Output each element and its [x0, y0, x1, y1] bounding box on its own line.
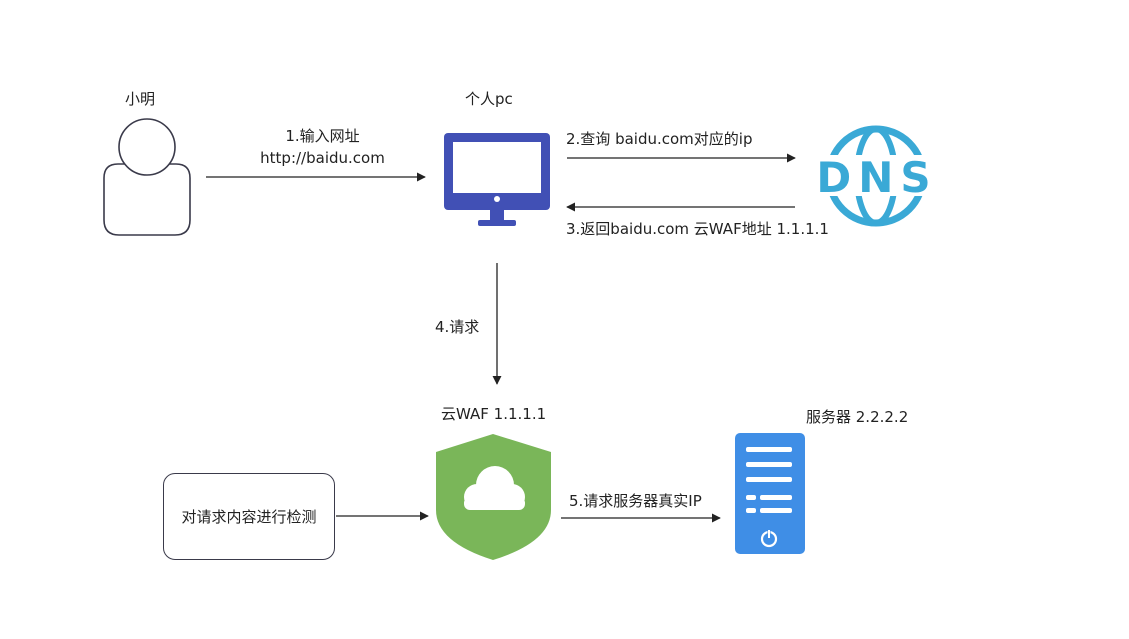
dns-icon: DNS — [816, 125, 937, 227]
step1-line1: 1.输入网址 — [285, 127, 360, 145]
step2-label: 2.查询 baidu.com对应的ip — [566, 130, 753, 148]
step4-label: 4.请求 — [435, 318, 480, 336]
server-label: 服务器 2.2.2.2 — [806, 408, 909, 426]
user-label: 小明 — [125, 90, 156, 108]
inspect-node-label: 对请求内容进行检测 — [181, 508, 317, 526]
step3-label: 3.返回baidu.com 云WAF地址 1.1.1.1 — [566, 220, 829, 238]
monitor-icon — [444, 133, 550, 226]
step5-label: 5.请求服务器真实IP — [569, 492, 702, 510]
inspect-node: 对请求内容进行检测 — [163, 473, 335, 560]
dns-icon-text: DNS — [816, 153, 937, 202]
step1-label: 1.输入网址 http://baidu.com — [240, 126, 405, 168]
server-icon — [735, 433, 805, 554]
person-icon — [103, 118, 191, 236]
step1-line2: http://baidu.com — [260, 149, 385, 167]
waf-label: 云WAF 1.1.1.1 — [441, 405, 547, 423]
waf-shield-icon — [436, 434, 551, 560]
pc-label: 个人pc — [465, 90, 513, 108]
